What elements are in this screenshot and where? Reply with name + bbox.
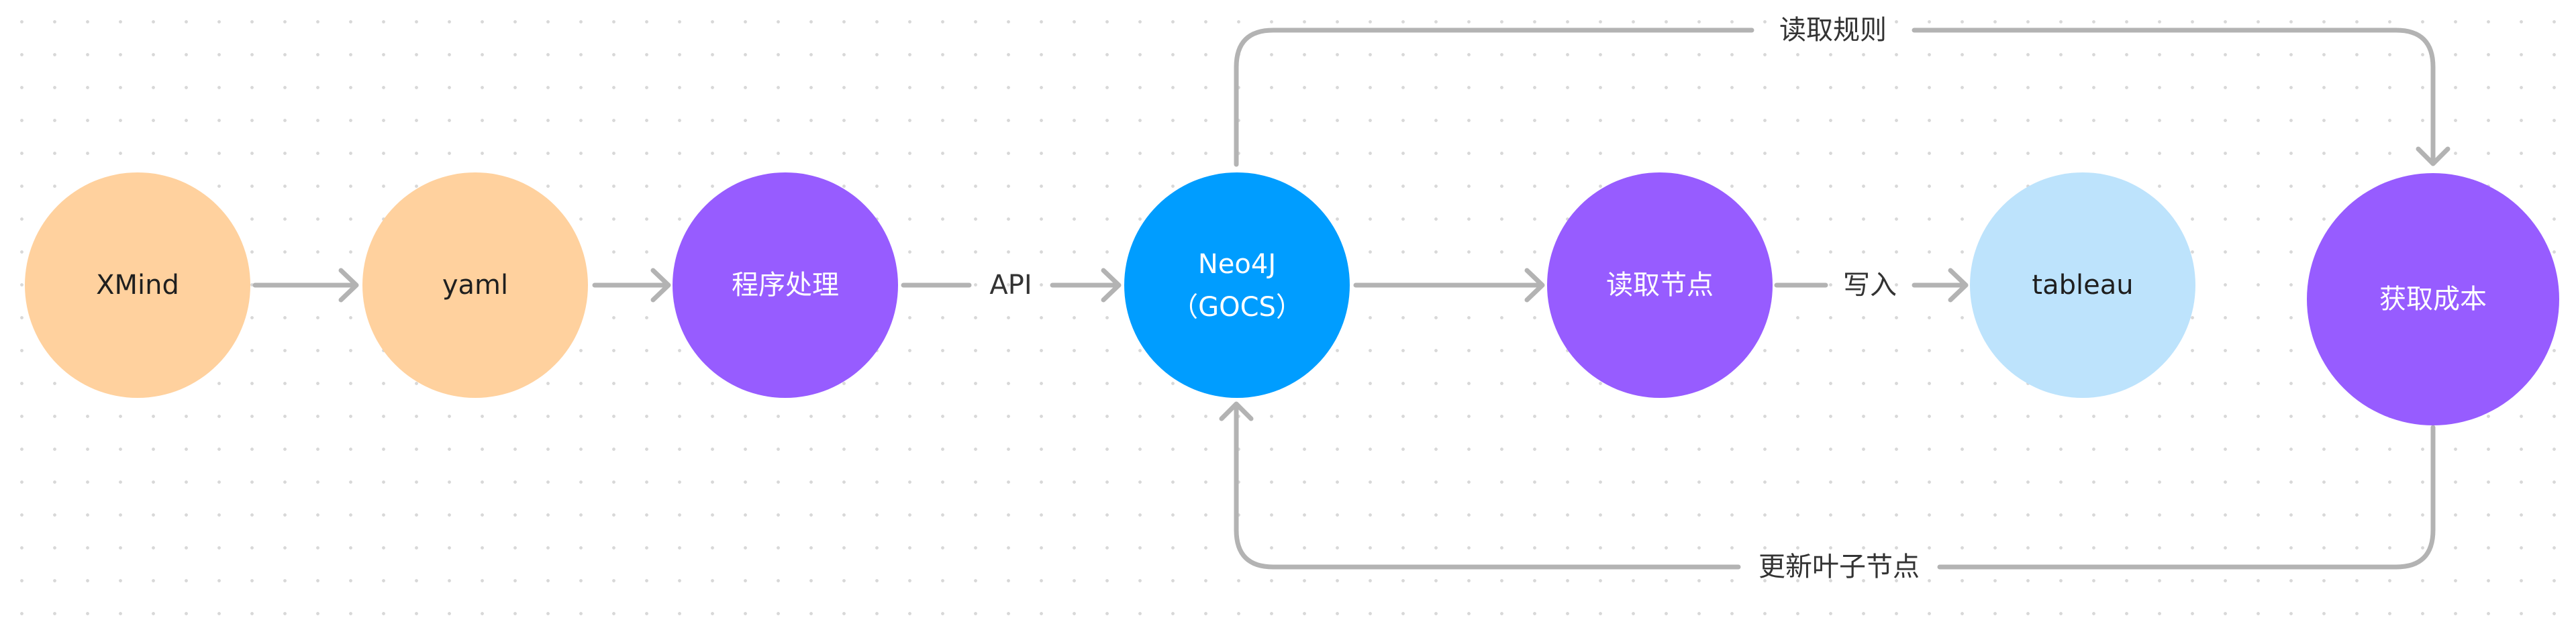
node-neo4j-circle	[1124, 172, 1350, 398]
node-read-node-circle	[1547, 172, 1773, 398]
arrow-head-icon	[650, 268, 671, 303]
edge-label-update-leaf: 更新叶子节点	[1758, 552, 1920, 582]
node-neo4j[interactable]: Neo4J （GOCS）	[1124, 172, 1350, 398]
arrow-head-icon	[2416, 146, 2450, 166]
node-xmind[interactable]: XMind	[25, 172, 250, 398]
arrow-head-icon	[1524, 268, 1545, 303]
node-xmind-circle	[25, 172, 250, 398]
arrow-head-icon	[1101, 268, 1122, 303]
edge-neo4j-to-get-cost[interactable]: 读取规则	[1234, 15, 2450, 167]
node-get-cost[interactable]: 获取成本	[2307, 173, 2559, 425]
node-neo4j-label-line1: Neo4J	[1198, 249, 1276, 280]
node-xmind-label: XMind	[96, 270, 179, 301]
node-process[interactable]: 程序处理	[673, 172, 898, 398]
edge-label-api: API	[989, 270, 1032, 301]
arrow-head-icon	[1219, 401, 1254, 421]
node-tableau-circle	[1970, 172, 2195, 398]
node-get-cost-label: 获取成本	[2379, 284, 2487, 315]
node-yaml-circle	[362, 172, 588, 398]
node-process-label: 程序处理	[732, 270, 839, 301]
node-read-node[interactable]: 读取节点	[1547, 172, 1773, 398]
node-yaml-label: yaml	[442, 270, 508, 301]
node-yaml[interactable]: yaml	[362, 172, 588, 398]
arrow-head-icon	[1948, 268, 1969, 303]
edge-yaml-to-process[interactable]	[592, 268, 671, 303]
node-neo4j-label-line2: （GOCS）	[1171, 292, 1303, 323]
node-tableau[interactable]: tableau	[1970, 172, 2195, 398]
node-tableau-label: tableau	[2032, 270, 2133, 301]
edge-xmind-to-yaml[interactable]	[252, 268, 359, 303]
edge-get-cost-to-neo4j[interactable]: 更新叶子节点	[1219, 401, 2436, 582]
node-process-circle	[673, 172, 898, 398]
edge-read-node-to-tableau[interactable]: 写入	[1774, 268, 1969, 303]
arrow-head-icon	[338, 268, 359, 303]
edge-neo4j-to-read-node[interactable]	[1353, 268, 1545, 303]
node-get-cost-circle	[2307, 173, 2559, 425]
node-read-node-label: 读取节点	[1606, 270, 1714, 301]
edge-label-read-rules: 读取规则	[1779, 15, 1887, 46]
edge-label-write: 写入	[1843, 270, 1897, 301]
edge-process-to-neo4j[interactable]: API	[901, 268, 1122, 303]
